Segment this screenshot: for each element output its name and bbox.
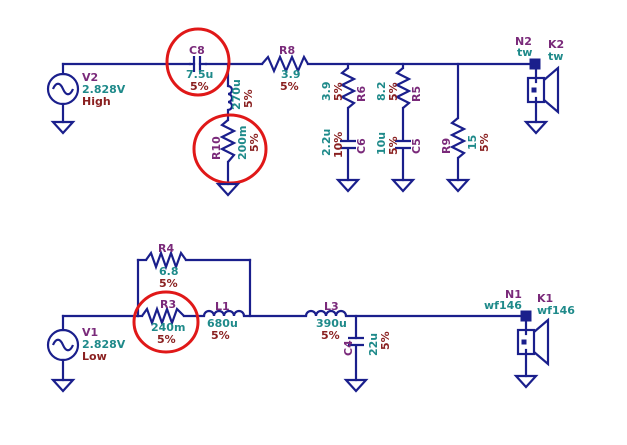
c8-capacitor: C8 7.5u 5%: [165, 27, 231, 97]
r4-tol: 5%: [159, 277, 178, 290]
l3-inductor: L3 390u 5%: [304, 300, 348, 342]
ground-icon: [215, 182, 241, 197]
r6-resistor: R6 3.9 5%: [320, 67, 368, 109]
c4-value: 22u: [367, 333, 380, 356]
r4-ref: R4: [158, 242, 174, 255]
c4-tol: 5%: [379, 331, 392, 350]
shunt-inductor: 270u 5%: [227, 79, 255, 112]
r8-resistor: R8 3.9 5%: [261, 44, 309, 93]
bottom-wires: [61, 258, 528, 382]
r4-value: 6.8: [159, 265, 179, 278]
n1-net: wf146: [484, 299, 522, 312]
k2-speaker: N2 tw K2 tw: [515, 35, 564, 135]
c5-capacitor: C5 10u 5%: [375, 132, 423, 193]
r3-resistor: R3 240m 5%: [132, 290, 200, 354]
l1-ref: L1: [215, 300, 230, 313]
r9-tol: 5%: [478, 133, 491, 152]
v2-value: 2.828V: [82, 83, 126, 96]
c5-tol: 5%: [387, 136, 400, 155]
r10-resistor: R10 200m 5%: [192, 113, 268, 197]
shunt-inductor-value: 270u: [230, 79, 243, 110]
ground-icon: [343, 378, 369, 393]
ground-icon: [50, 378, 76, 393]
r8-value: 3.9: [281, 68, 301, 81]
r4-resistor: R4 6.8 5%: [145, 242, 187, 290]
l1-value: 680u: [207, 317, 238, 330]
k1-ref: K1: [537, 292, 553, 305]
k2-ref: K2: [548, 38, 564, 51]
c5-value: 10u: [375, 132, 388, 155]
k2-net: tw: [548, 50, 563, 63]
v1-value: 2.828V: [82, 338, 126, 351]
v2-name: High: [82, 95, 111, 108]
highlight-circle-r3: [132, 290, 200, 354]
c5-ref: C5: [410, 138, 423, 154]
ground-icon: [513, 374, 539, 389]
ground-icon: [523, 120, 549, 135]
r6-value: 3.9: [320, 82, 333, 102]
r10-tol: 5%: [248, 133, 261, 152]
l3-tol: 5%: [321, 329, 340, 342]
speaker-icon: [516, 328, 536, 356]
n2-ref: N2: [515, 35, 532, 48]
ground-icon: [50, 120, 76, 135]
r3-value: 240m: [151, 321, 185, 334]
r9-value: 15: [466, 135, 479, 150]
r10-value: 200m: [236, 126, 249, 160]
k1-net: wf146: [537, 304, 575, 317]
r9-resistor: R9 15 5%: [440, 117, 491, 193]
r6-tol: 5%: [332, 82, 345, 101]
speaker-icon: [526, 76, 546, 104]
c4-capacitor: C4 22u 5%: [342, 331, 392, 393]
r5-tol: 5%: [387, 82, 400, 101]
c4-ref: C4: [342, 340, 355, 356]
c8-tol: 5%: [190, 80, 209, 93]
l3-value: 390u: [316, 317, 347, 330]
c6-value: 2.2u: [320, 129, 333, 156]
r5-ref: R5: [410, 86, 423, 102]
r3-ref: R3: [160, 298, 176, 311]
k1-speaker: N1 wf146 K1 wf146: [484, 288, 575, 389]
r10-ref: R10: [210, 136, 223, 160]
v2-source: V2 2.828V High: [46, 71, 126, 135]
c8-value: 7.5u: [186, 68, 213, 81]
c6-capacitor: C6 2.2u 10%: [320, 129, 368, 193]
ground-icon: [335, 178, 361, 193]
v1-source: V1 2.828V Low: [46, 326, 126, 393]
r3-tol: 5%: [157, 333, 176, 346]
top-wires: [61, 62, 538, 186]
shunt-inductor-tol: 5%: [242, 89, 255, 108]
ground-icon: [390, 178, 416, 193]
r6-ref: R6: [355, 86, 368, 102]
c6-tol: 10%: [332, 132, 345, 158]
v1-name: Low: [82, 350, 107, 363]
n1-terminal: [520, 310, 532, 322]
c8-ref: C8: [189, 44, 205, 57]
n2-net: tw: [517, 46, 532, 59]
r8-tol: 5%: [280, 80, 299, 93]
v2-ref: V2: [82, 71, 98, 84]
r9-ref: R9: [440, 138, 453, 154]
ground-icon: [445, 178, 471, 193]
n2-terminal: [529, 58, 541, 70]
l3-ref: L3: [324, 300, 339, 313]
c6-ref: C6: [355, 138, 368, 154]
r5-value: 8.2: [375, 82, 388, 102]
r5-resistor: R5 8.2 5%: [375, 67, 423, 109]
n1-ref: N1: [505, 288, 522, 301]
l1-tol: 5%: [211, 329, 230, 342]
r8-ref: R8: [279, 44, 295, 57]
highlight-circle-c8: [165, 27, 231, 97]
v1-ref: V1: [82, 326, 98, 339]
l1-inductor: L1 680u 5%: [202, 300, 246, 342]
